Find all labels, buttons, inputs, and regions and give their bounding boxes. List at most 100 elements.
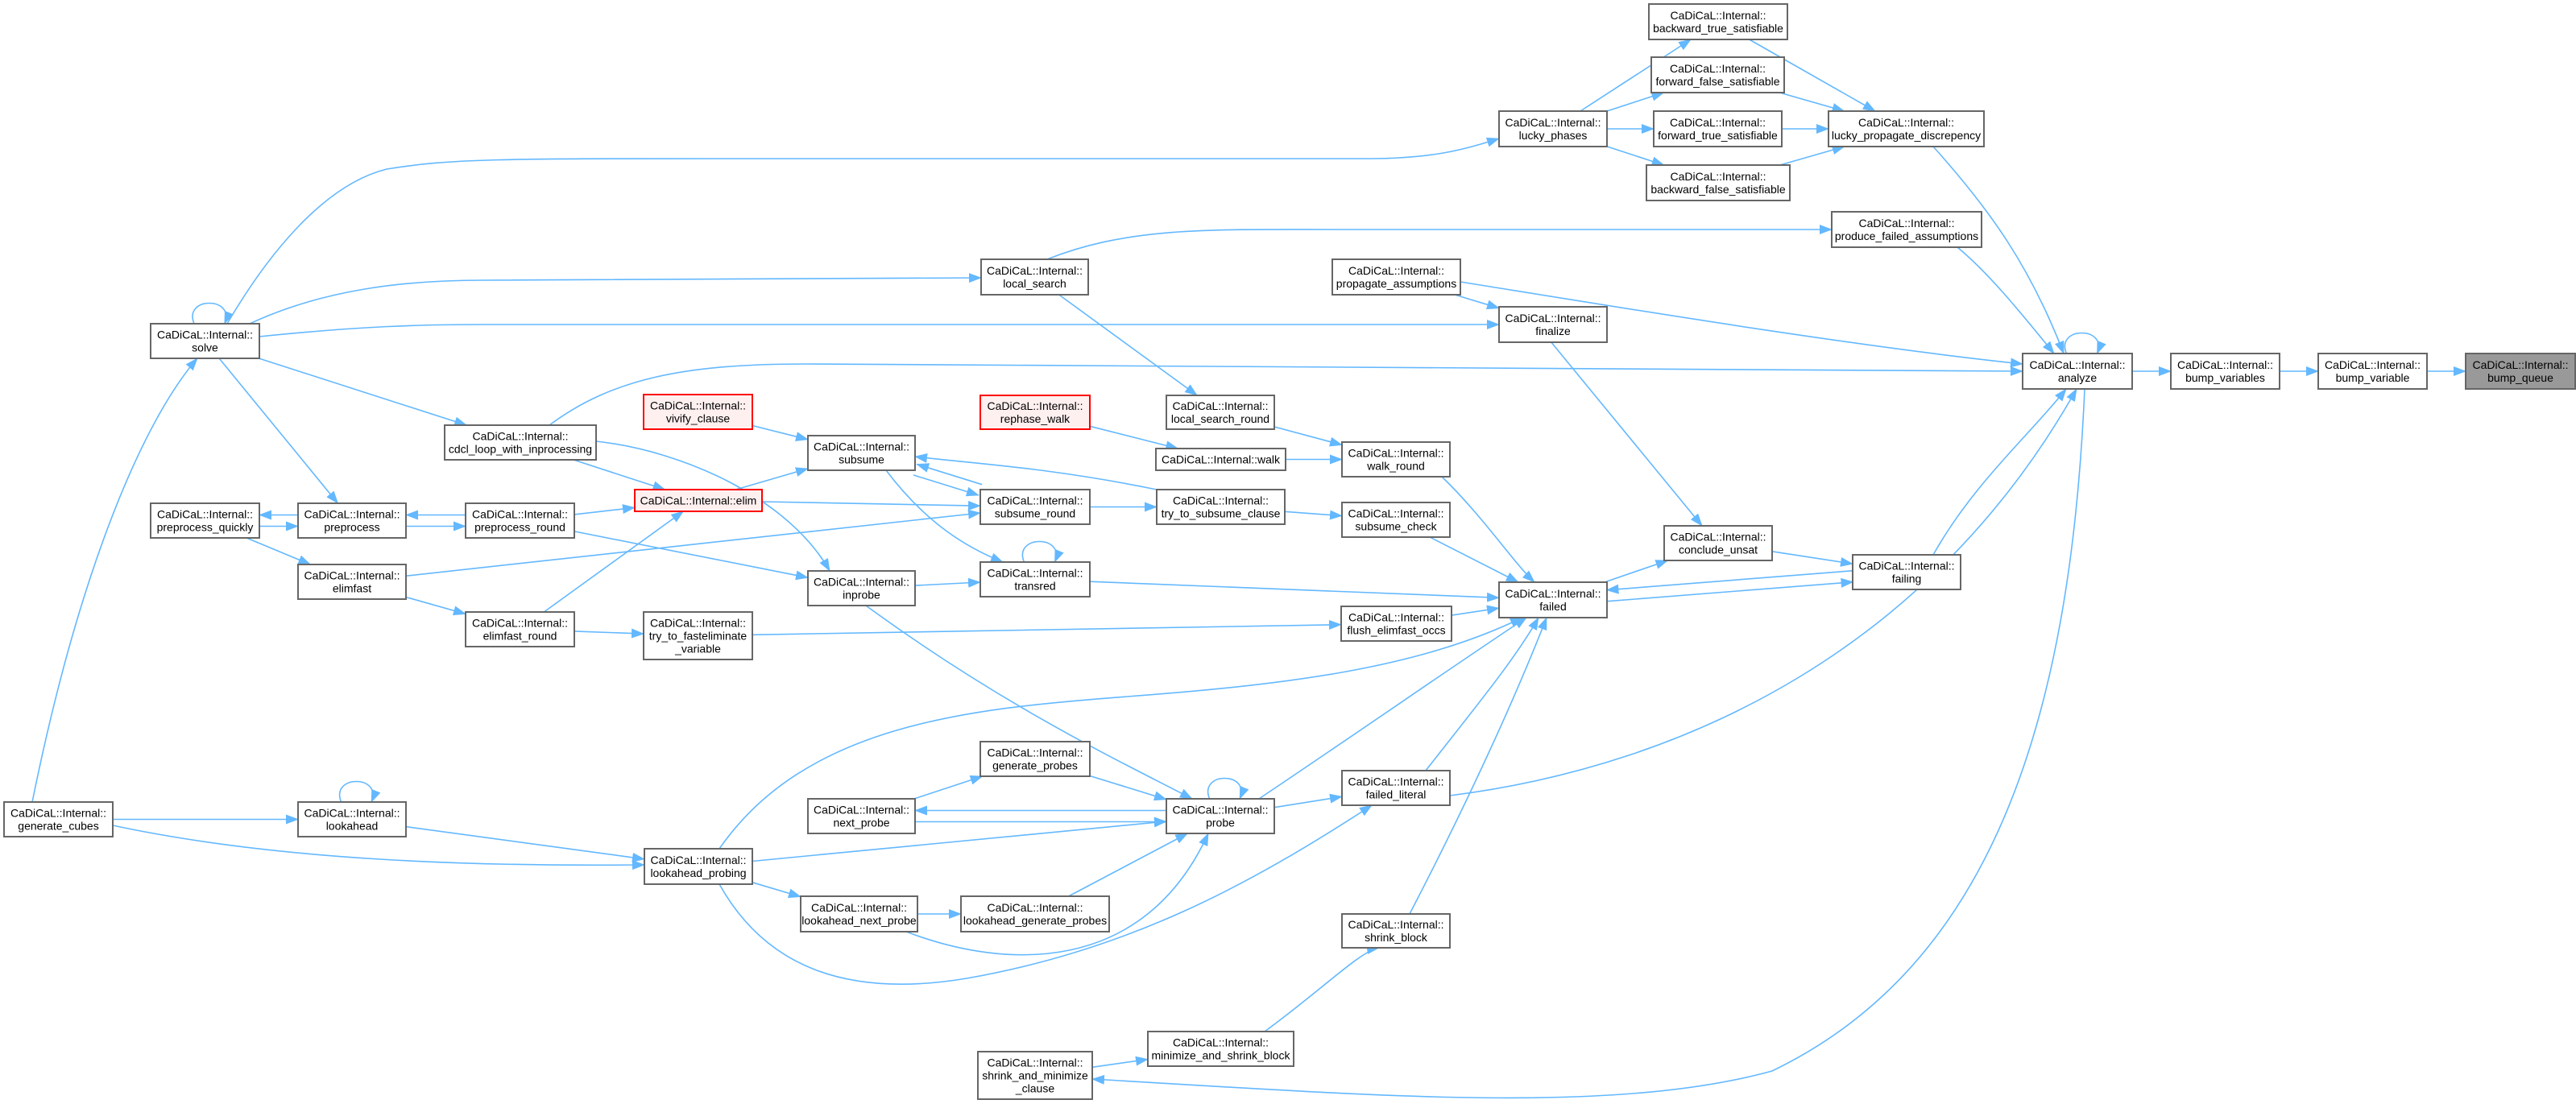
call-edge xyxy=(1091,388,2085,1099)
node-label: _clause xyxy=(1015,1082,1054,1095)
node-box xyxy=(150,502,260,539)
function-node[interactable]: CaDiCaL::Internal::subsume_check xyxy=(1341,502,1451,538)
node-label: CaDiCaL::Internal:: xyxy=(10,807,106,820)
function-node[interactable]: CaDiCaL::Internal::generate_cubes xyxy=(3,801,114,837)
function-node[interactable]: CaDiCaL::Internal::backward_false_satisf… xyxy=(1646,164,1791,201)
node-box xyxy=(979,395,1091,430)
node-box xyxy=(150,323,260,359)
function-node[interactable]: CaDiCaL::Internal::walk xyxy=(1155,448,1286,471)
node-box xyxy=(977,1051,1093,1100)
node-label: cdcl_loop_with_inprocessing xyxy=(449,443,592,456)
function-node[interactable]: CaDiCaL::Internal::preprocess_quickly xyxy=(150,502,260,539)
call-edge xyxy=(1451,605,1500,616)
function-node[interactable]: CaDiCaL::Internal::minimize_and_shrink_b… xyxy=(1147,1031,1294,1067)
function-node[interactable]: CaDiCaL::Internal::walk_round xyxy=(1341,441,1451,478)
node-label: CaDiCaL::Internal:: xyxy=(1348,918,1443,931)
node-label: CaDiCaL::Internal:: xyxy=(1348,447,1443,460)
function-node[interactable]: CaDiCaL::Internal::rephase_walk xyxy=(979,395,1091,430)
node-label: walk_round xyxy=(1366,460,1425,473)
function-node[interactable]: CaDiCaL::Internal::propagate_assumptions xyxy=(1331,258,1461,296)
node-label: CaDiCaL::Internal:: xyxy=(811,901,907,914)
node-label: CaDiCaL::Internal:: xyxy=(987,494,1083,507)
call-edge xyxy=(1264,945,1380,1032)
call-edge xyxy=(259,358,468,427)
function-node[interactable]: CaDiCaL::Internal::analyze xyxy=(2022,353,2133,390)
node-label: CaDiCaL::Internal:: xyxy=(1505,587,1601,600)
function-node[interactable]: CaDiCaL::Internal::lookahead_generate_pr… xyxy=(960,895,1110,932)
function-node[interactable]: CaDiCaL::Internal::shrink_and_minimize_c… xyxy=(977,1051,1093,1100)
function-node[interactable]: CaDiCaL::Internal::vivify_clause xyxy=(643,394,753,430)
function-node[interactable]: CaDiCaL::Internal::preprocess xyxy=(297,502,407,539)
node-label: CaDiCaL::Internal:: xyxy=(1173,494,1269,507)
function-node[interactable]: CaDiCaL::Internal::failing xyxy=(1852,554,1961,590)
node-box xyxy=(634,489,763,512)
node-label: bump_variable xyxy=(2336,371,2410,384)
function-node[interactable]: CaDiCaL::Internal::shrink_block xyxy=(1341,913,1451,949)
node-box xyxy=(1341,441,1451,478)
function-node[interactable]: CaDiCaL::Internal::lucky_propagate_discr… xyxy=(1828,110,1985,147)
node-label: CaDiCaL::Internal:: xyxy=(304,508,400,521)
call-edge xyxy=(1058,294,1199,396)
node-box xyxy=(1828,110,1985,147)
node-label: CaDiCaL::Internal:: xyxy=(2472,358,2568,371)
node-label: analyze xyxy=(2058,371,2097,384)
function-node[interactable]: CaDiCaL::Internal::elim xyxy=(634,489,763,512)
node-label: backward_true_satisfiable xyxy=(1653,22,1783,35)
call-edge xyxy=(1284,510,1343,520)
node-label: forward_false_satisfiable xyxy=(1655,75,1779,88)
node-label: elimfast xyxy=(333,582,371,595)
function-node[interactable]: CaDiCaL::Internal::local_search_round xyxy=(1166,395,1275,430)
node-box xyxy=(1653,110,1783,147)
function-node[interactable]: CaDiCaL::Internal::transred xyxy=(979,561,1091,597)
call-edge xyxy=(218,358,339,504)
function-node[interactable]: CaDiCaL::Internal::solve xyxy=(150,323,260,359)
function-node[interactable]: CaDiCaL::Internal::forward_false_satisfi… xyxy=(1650,56,1785,93)
node-label: local_search_round xyxy=(1171,412,1269,425)
function-node[interactable]: CaDiCaL::Internal::backward_true_satisfi… xyxy=(1648,3,1788,40)
function-node[interactable]: CaDiCaL::Internal::cdcl_loop_with_inproc… xyxy=(444,424,597,461)
function-node[interactable]: CaDiCaL::Internal::next_probe xyxy=(807,798,916,834)
function-node[interactable]: CaDiCaL::Internal::elimfast_round xyxy=(465,611,575,647)
node-label: CaDiCaL::Internal:: xyxy=(1172,399,1268,412)
node-label: shrink_block xyxy=(1365,931,1428,944)
function-node[interactable]: CaDiCaL::Internal::elimfast xyxy=(297,564,407,600)
function-node[interactable]: CaDiCaL::Internal::probe xyxy=(1166,798,1275,834)
call-edge xyxy=(595,440,830,572)
function-node[interactable]: CaDiCaL::Internal::local_search xyxy=(980,258,1089,296)
function-node[interactable]: CaDiCaL::Internal::subsume_round xyxy=(979,489,1091,525)
node-label: elimfast_round xyxy=(483,630,557,643)
function-node[interactable]: CaDiCaL::Internal::generate_probes xyxy=(979,741,1091,777)
function-node[interactable]: CaDiCaL::Internal::forward_true_satisfia… xyxy=(1653,110,1783,147)
function-node[interactable]: CaDiCaL::Internal::bump_variables xyxy=(2170,353,2280,390)
function-node[interactable]: CaDiCaL::Internal::subsume xyxy=(807,435,916,471)
function-node[interactable]: CaDiCaL::Internal::inprobe xyxy=(807,570,916,606)
node-box xyxy=(979,561,1091,597)
nodes-layer: CaDiCaL::Internal::bump_queueCaDiCaL::In… xyxy=(3,3,2576,1100)
node-label: backward_false_satisfiable xyxy=(1650,183,1786,196)
function-node[interactable]: CaDiCaL::Internal::flush_elimfast_occs xyxy=(1340,606,1452,642)
function-node[interactable]: CaDiCaL::Internal::bump_variable xyxy=(2317,353,2428,390)
function-node[interactable]: CaDiCaL::Internal::lookahead xyxy=(297,801,407,837)
function-node[interactable]: CaDiCaL::Internal::lookahead_next_probe xyxy=(800,895,918,932)
call-edge xyxy=(574,504,636,515)
call-edge xyxy=(761,500,981,511)
function-node[interactable]: CaDiCaL::Internal::try_to_subsume_clause xyxy=(1156,489,1286,525)
call-edge xyxy=(1449,388,2077,796)
node-box xyxy=(297,564,407,600)
function-node[interactable]: CaDiCaL::Internal::failed_literal xyxy=(1341,770,1451,806)
node-label: lookahead_probing xyxy=(650,866,746,879)
function-node[interactable]: CaDiCaL::Internal::finalize xyxy=(1498,306,1608,343)
function-node[interactable]: CaDiCaL::Internal::try_to_fasteliminate_… xyxy=(643,611,753,660)
function-node[interactable]: CaDiCaL::Internal::produce_failed_assump… xyxy=(1831,211,1982,248)
function-node[interactable]: CaDiCaL::Internal::failed xyxy=(1498,581,1608,618)
node-label: minimize_and_shrink_block xyxy=(1152,1049,1291,1062)
node-label: lookahead_next_probe xyxy=(801,914,917,927)
function-node[interactable]: CaDiCaL::Internal::preprocess_round xyxy=(465,502,575,539)
node-label: CaDiCaL::Internal:: xyxy=(1348,611,1444,624)
node-box xyxy=(1166,395,1275,430)
function-node[interactable]: CaDiCaL::Internal::lucky_phases xyxy=(1498,110,1608,147)
function-node[interactable]: CaDiCaL::Internal::conclude_unsat xyxy=(1663,525,1773,561)
node-box xyxy=(1648,3,1788,40)
function-node[interactable]: CaDiCaL::Internal::lookahead_probing xyxy=(644,848,753,885)
node-box xyxy=(807,435,916,471)
